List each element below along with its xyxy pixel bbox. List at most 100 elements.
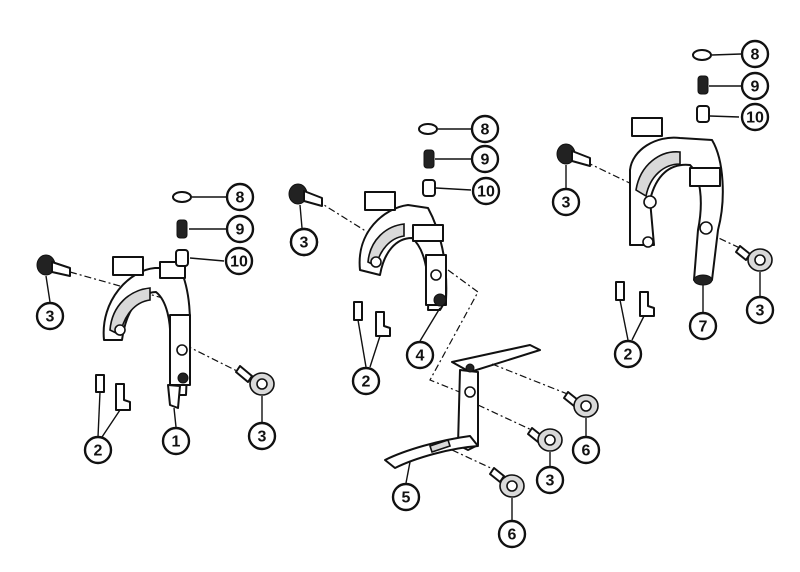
left-pivot-bolt	[36, 254, 71, 277]
callout-6: 6	[497, 519, 527, 549]
callout-2: 2	[351, 366, 381, 396]
callout-circle	[470, 144, 500, 174]
callout-1: 1	[161, 426, 191, 456]
callout-circle	[688, 311, 718, 341]
callout-number: 5	[402, 490, 411, 507]
callout-circle	[535, 465, 565, 495]
left-nut	[172, 191, 192, 203]
callout-6: 6	[571, 435, 601, 465]
right-interlock-pins	[615, 281, 655, 317]
callout-number: 9	[236, 222, 245, 239]
middle-nut	[418, 123, 438, 135]
left-plug	[175, 249, 189, 267]
callout-number: 9	[751, 79, 760, 96]
callout-number: 6	[508, 527, 517, 544]
callout-number: 9	[481, 152, 490, 169]
callout-labels: 1233389102348910563623378910	[35, 39, 775, 549]
callout-7: 7	[688, 311, 718, 341]
right-plug	[696, 105, 710, 123]
callout-3: 3	[35, 301, 65, 331]
callout-9: 9	[470, 144, 500, 174]
callout-circle	[224, 246, 254, 276]
callout-circle	[551, 187, 581, 217]
callout-8: 8	[740, 39, 770, 69]
middle-spring	[423, 149, 435, 169]
callout-number: 2	[624, 347, 633, 364]
callout-number: 3	[546, 473, 555, 490]
right-shift-fork	[629, 117, 724, 286]
callout-circle	[351, 366, 381, 396]
callout-number: 10	[477, 184, 495, 201]
middle-lever-bolt-c	[489, 467, 525, 498]
callout-number: 3	[756, 303, 765, 320]
left-spring	[176, 219, 188, 239]
callout-circle	[740, 102, 770, 132]
middle-shift-fork	[358, 191, 448, 311]
callout-3: 3	[247, 421, 277, 451]
callout-circle	[497, 519, 527, 549]
callout-2: 2	[613, 339, 643, 369]
callout-3: 3	[745, 295, 775, 325]
callout-number: 10	[230, 254, 248, 271]
callout-number: 1	[172, 434, 181, 451]
callout-circle	[35, 301, 65, 331]
callout-3: 3	[535, 465, 565, 495]
callout-circle	[613, 339, 643, 369]
callout-9: 9	[225, 214, 255, 244]
callout-number: 10	[746, 110, 764, 127]
callout-10: 10	[740, 102, 770, 132]
middle-interlock-pins	[353, 301, 391, 337]
callout-circle	[740, 39, 770, 69]
callout-5: 5	[391, 482, 421, 512]
left-assembly	[36, 191, 275, 438]
callout-number: 8	[751, 47, 760, 64]
left-axis-line	[69, 271, 171, 301]
callout-circle	[571, 435, 601, 465]
callout-number: 3	[258, 429, 267, 446]
callout-2: 2	[83, 435, 113, 465]
callout-circle	[470, 114, 500, 144]
left-axis-line-2	[184, 344, 246, 376]
callout-number: 8	[236, 190, 245, 207]
callout-4: 4	[405, 340, 435, 370]
callout-circle	[391, 482, 421, 512]
callout-number: 6	[582, 443, 591, 460]
callout-circle	[225, 214, 255, 244]
callout-9: 9	[740, 71, 770, 101]
callout-number: 3	[300, 235, 309, 252]
middle-lever-bolt-b	[527, 427, 563, 452]
middle-axis-line	[315, 199, 373, 236]
callout-3: 3	[551, 187, 581, 217]
callout-circle	[225, 182, 255, 212]
callout-circle	[161, 426, 191, 456]
callout-circle	[740, 71, 770, 101]
callout-circle	[247, 421, 277, 451]
left-lower-bolt	[235, 365, 275, 396]
callout-number: 4	[416, 348, 425, 365]
callout-3: 3	[289, 227, 319, 257]
middle-shift-lever	[384, 344, 541, 469]
middle-link-line	[429, 269, 479, 394]
callout-number: 2	[362, 374, 371, 391]
middle-assembly	[288, 123, 599, 520]
right-spring	[697, 75, 709, 95]
middle-lever-bolt-a	[563, 391, 599, 418]
right-axis-line-2	[705, 231, 745, 251]
callout-circle	[289, 227, 319, 257]
callout-circle	[745, 295, 775, 325]
left-interlock-pins	[95, 374, 131, 411]
callout-10: 10	[224, 246, 254, 276]
callout-number: 3	[562, 195, 571, 212]
right-assembly	[556, 49, 773, 341]
callout-circle	[405, 340, 435, 370]
middle-pivot-bolt	[288, 183, 323, 207]
callout-number: 3	[46, 309, 55, 326]
right-nut	[692, 49, 712, 61]
callout-number: 8	[481, 122, 490, 139]
right-lower-bolt	[735, 245, 773, 272]
callout-circle	[471, 176, 501, 206]
callout-10: 10	[471, 176, 501, 206]
callout-number: 7	[699, 319, 708, 336]
callout-circle	[83, 435, 113, 465]
